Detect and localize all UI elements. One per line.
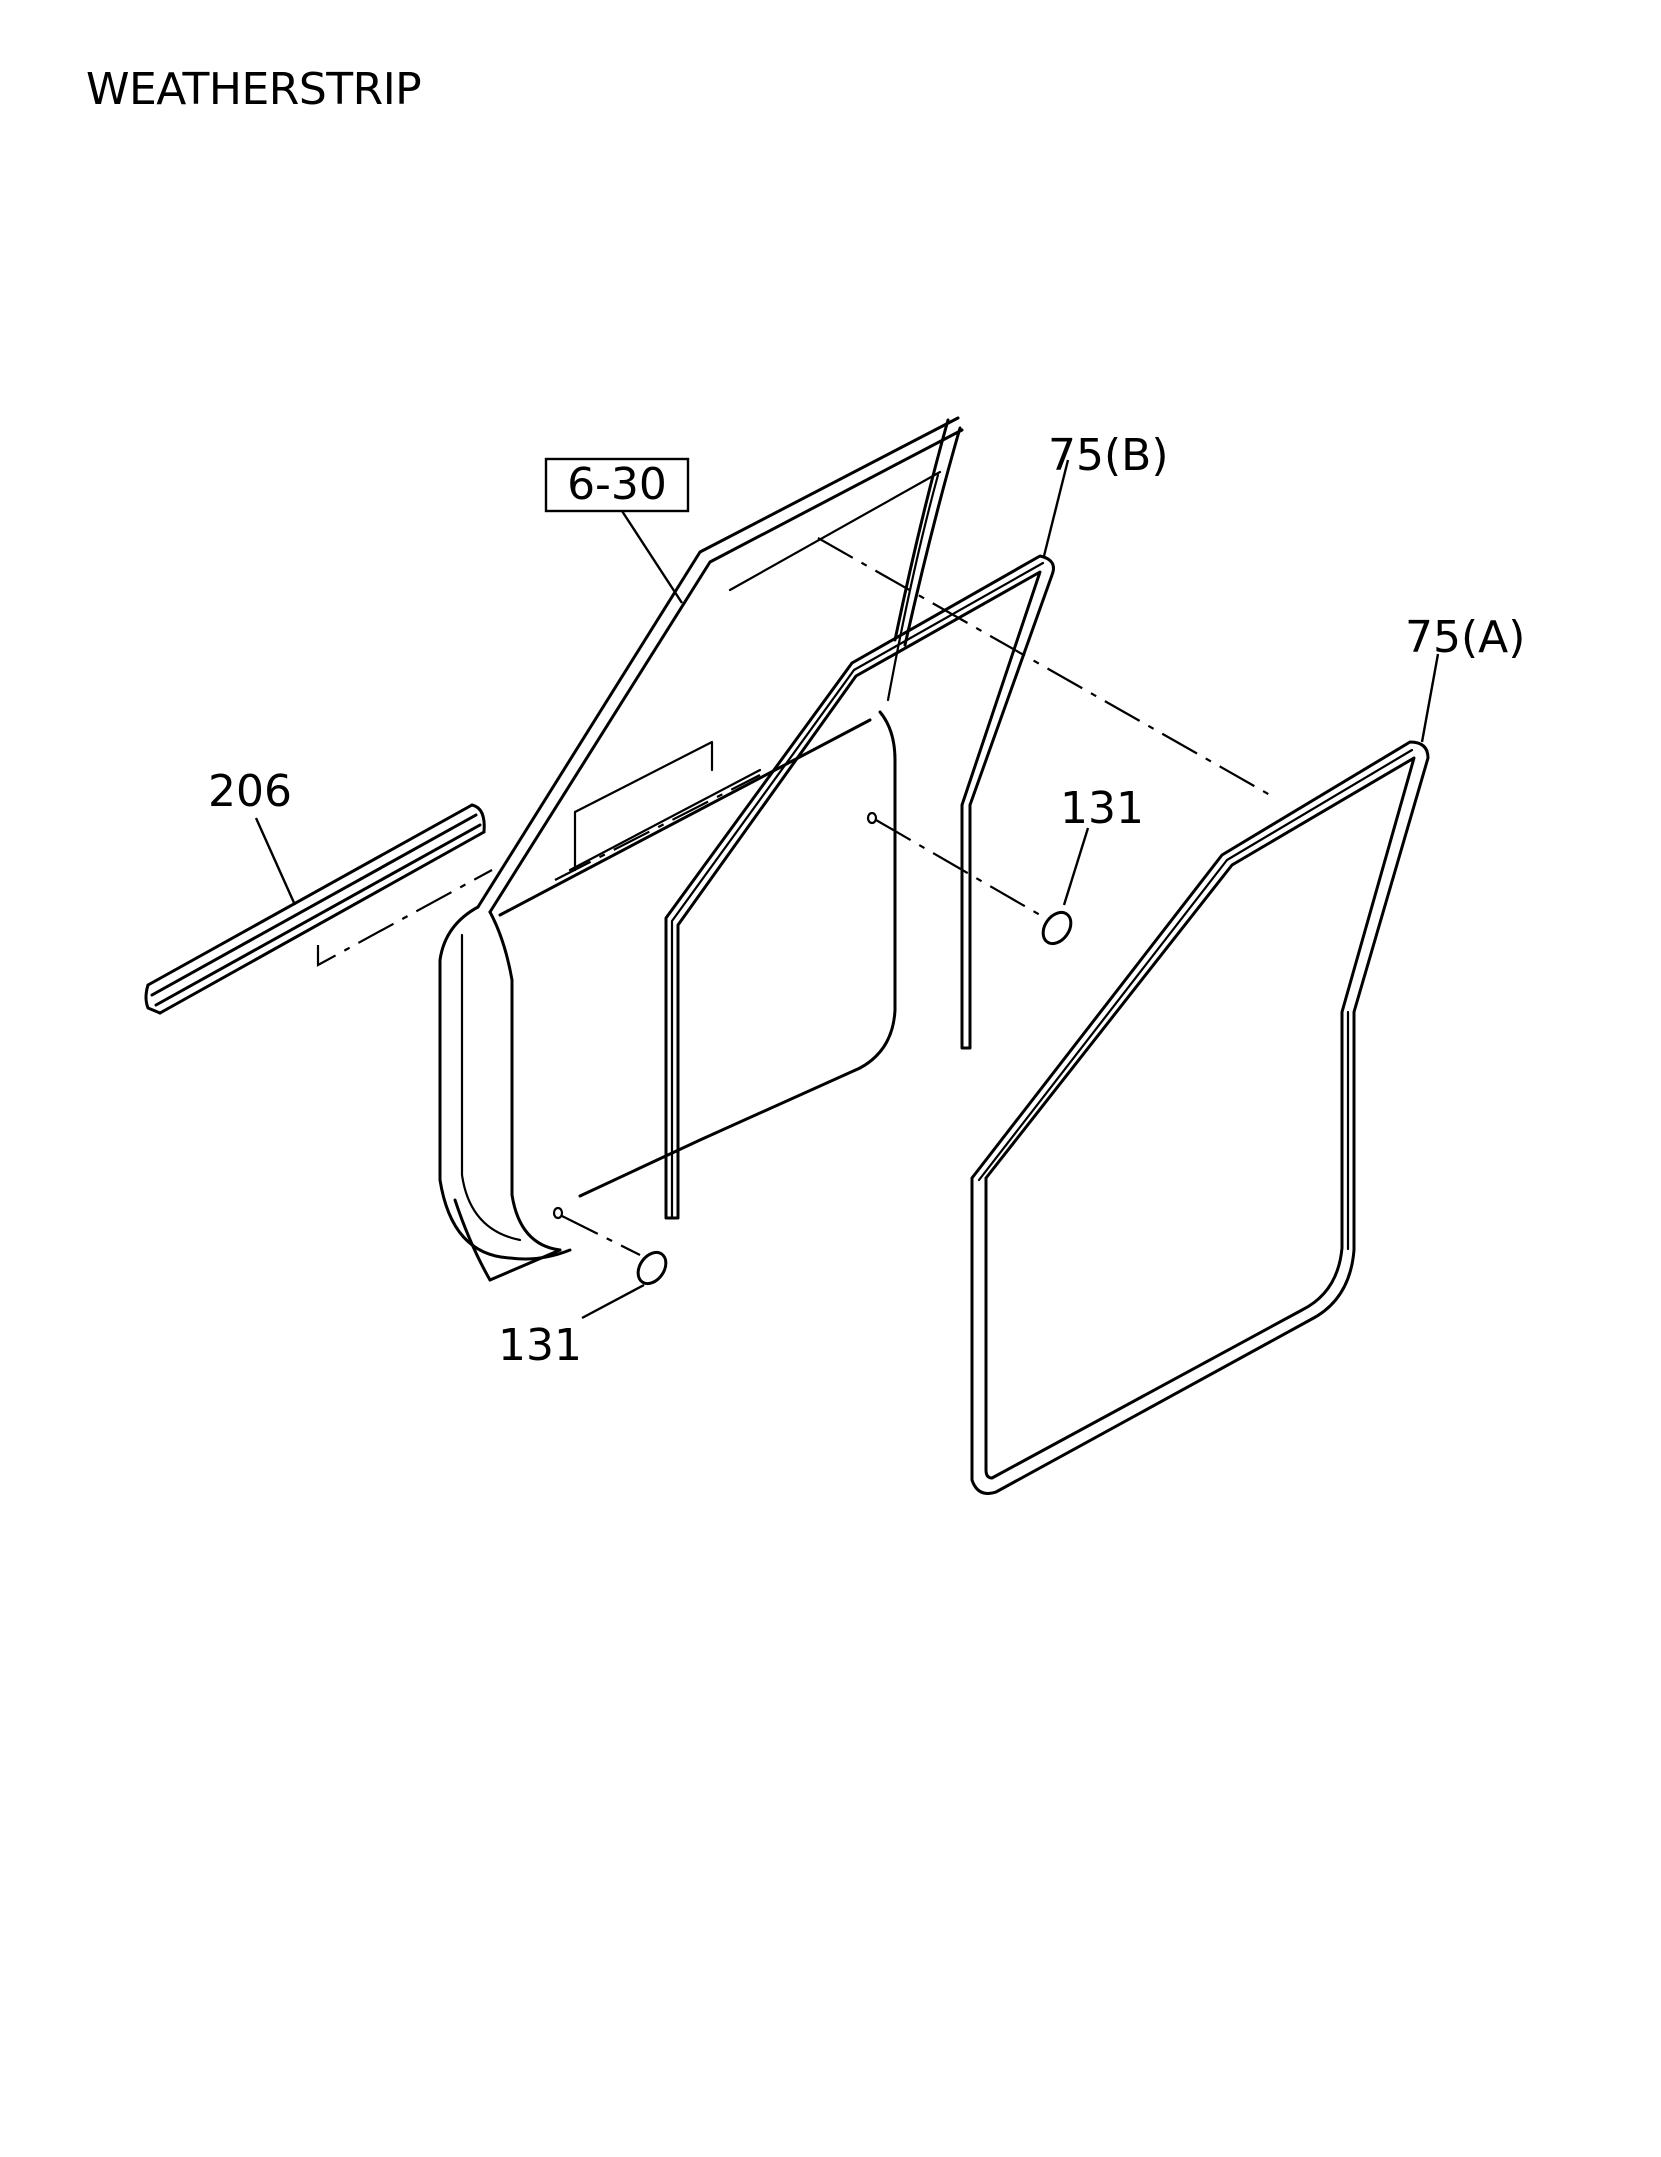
callout-131-lower[interactable]: 131	[498, 1320, 582, 1371]
plug-upper-leader	[1062, 827, 1090, 906]
weatherstrip-75b	[664, 554, 1055, 1220]
callout-75b[interactable]: 75(B)	[1048, 430, 1169, 481]
alignment-line-75a	[817, 537, 1271, 796]
weatherstrip-75a	[970, 740, 1430, 1495]
page-title: WEATHERSTRIP	[86, 64, 422, 115]
weatherstrip-75b-leader	[1042, 459, 1070, 557]
door-panel-drawing	[438, 416, 964, 1282]
callout-75a[interactable]: 75(A)	[1405, 612, 1525, 663]
belt-molding-strip	[144, 803, 493, 1015]
strip-206-leader	[254, 817, 297, 906]
ref-box-label: 6-30	[567, 459, 667, 510]
plug-lower	[561, 1215, 668, 1286]
alignment-line-75b	[554, 774, 761, 881]
callout-131-upper[interactable]: 131	[1060, 783, 1144, 834]
plug-upper	[875, 819, 1073, 946]
weatherstrip-75a-leader	[1420, 653, 1440, 743]
ref-box-6-30[interactable]: 6-30	[544, 457, 690, 513]
plug-lower-leader	[581, 1283, 645, 1320]
ref-box-leader	[620, 510, 684, 604]
callout-206[interactable]: 206	[208, 766, 292, 817]
